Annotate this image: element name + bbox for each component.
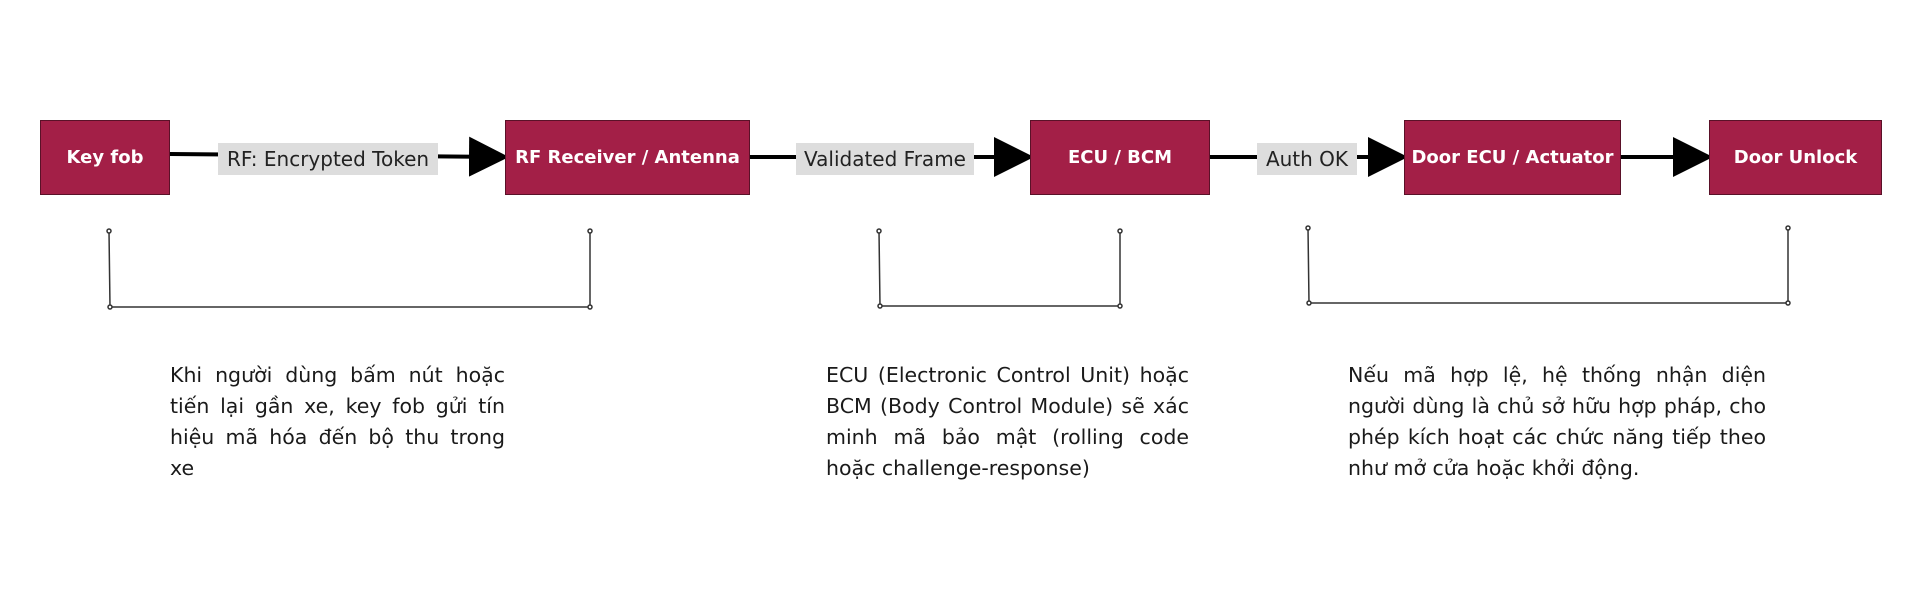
note-authorization-result: Nếu mã hợp lệ, hệ thống nhận diện người … [1348,363,1766,480]
node-door-ecu: Door ECU / Actuator [1404,120,1621,195]
bracket-keyfob-receiver [106,228,593,310]
node-key-fob: Key fob [40,120,170,195]
node-door-unlock: Door Unlock [1709,120,1882,195]
edge-label-auth-ok: Auth OK [1257,143,1357,175]
node-ecu-bcm: ECU / BCM [1030,120,1210,195]
note-ecu-verification: ECU (Electronic Control Unit) hoặc BCM (… [826,363,1189,480]
edge-label-rf-encrypted-token: RF: Encrypted Token [218,143,438,175]
bracket-receiver-ecu [876,228,1123,309]
edge-label-validated-frame: Validated Frame [796,143,974,175]
node-rf-receiver: RF Receiver / Antenna [505,120,750,195]
note-keyfob-transmission: Khi người dùng bấm nút hoặc tiến lại gần… [170,363,505,480]
bracket-door-ecu-unlock [1305,225,1791,306]
